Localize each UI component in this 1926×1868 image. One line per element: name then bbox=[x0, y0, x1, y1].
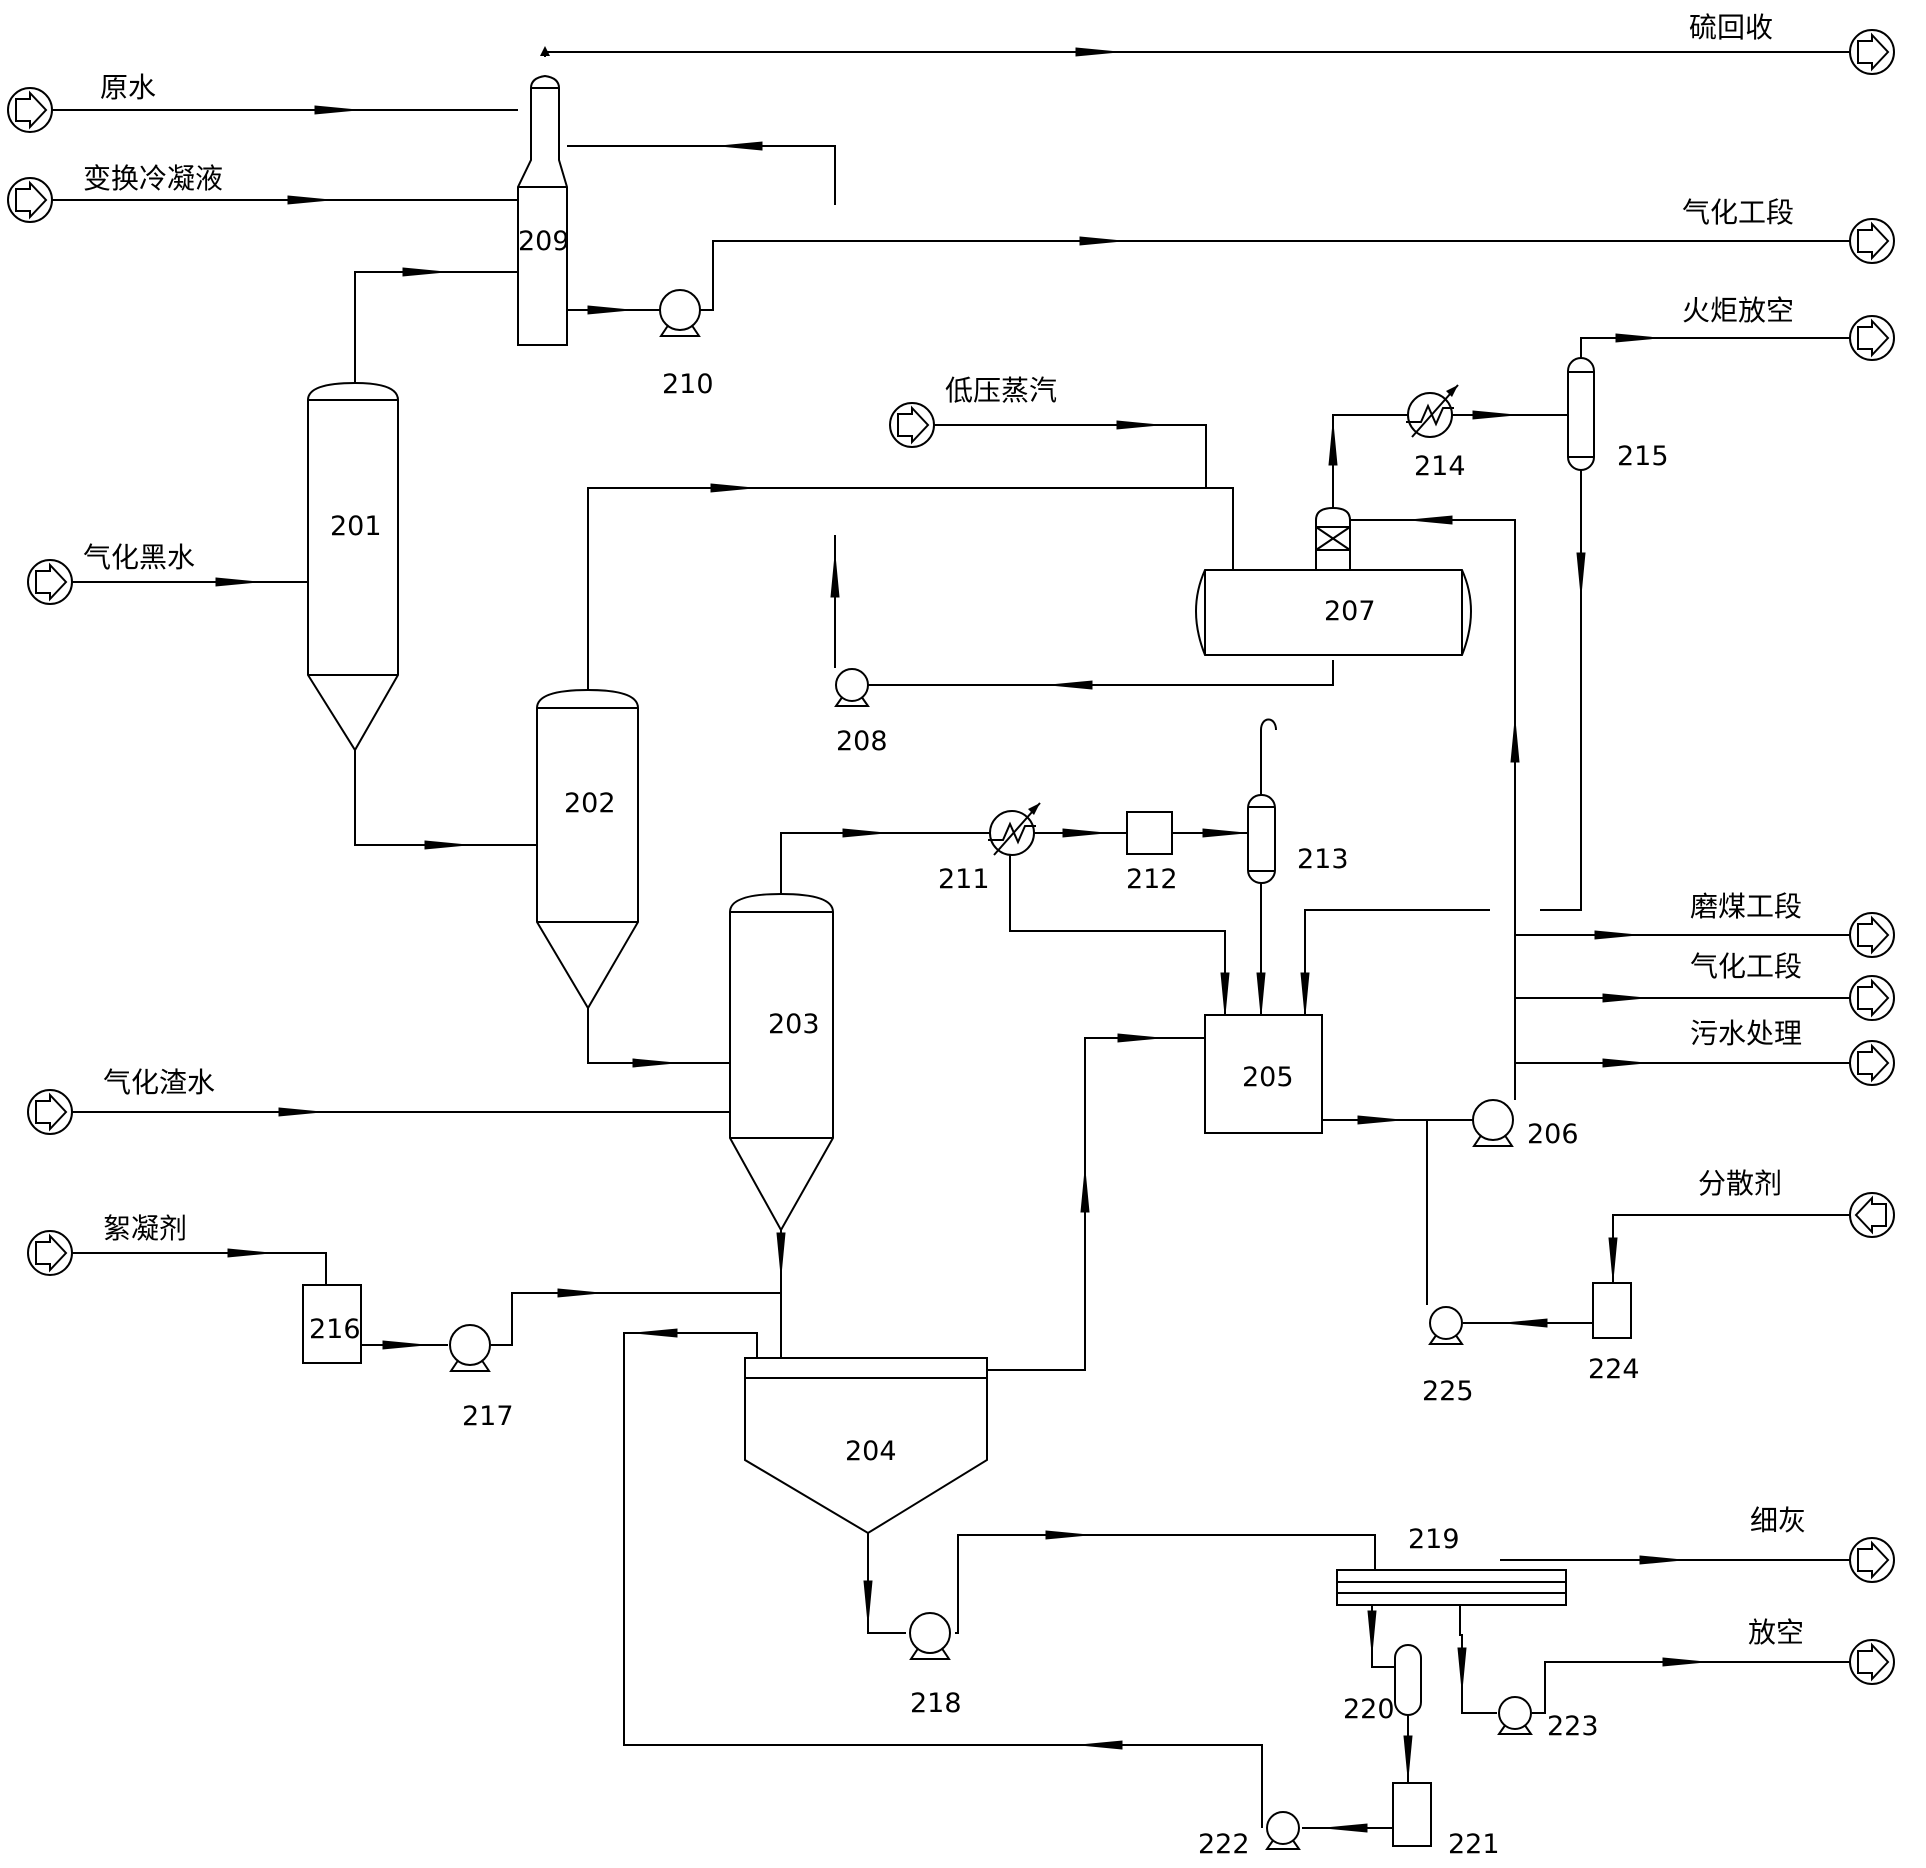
terminal-raw-water bbox=[7, 87, 53, 133]
equipment-221-tank bbox=[1392, 1782, 1432, 1847]
number-211: 211 bbox=[938, 864, 990, 895]
label-coal-grinding: 磨煤工段 bbox=[1690, 890, 1802, 923]
label-black-water: 气化黑水 bbox=[83, 541, 195, 574]
label-gasification-top: 气化工段 bbox=[1682, 196, 1794, 229]
stream-labels: 原水 变换冷凝液 气化黑水 气化渣水 絮凝剂 低压蒸汽 硫回收 气化工段 火炬放… bbox=[83, 11, 1806, 1649]
number-216: 216 bbox=[309, 1314, 361, 1345]
label-gasification: 气化工段 bbox=[1690, 950, 1802, 983]
number-204: 204 bbox=[845, 1436, 897, 1467]
terminal-low-pressure-steam bbox=[889, 402, 935, 448]
terminal-flocculant bbox=[27, 1230, 73, 1276]
equipment-215-separator bbox=[1567, 357, 1595, 471]
equipment-211-exchanger bbox=[987, 802, 1041, 856]
label-dispersant: 分散剂 bbox=[1698, 1167, 1782, 1200]
label-flocculant: 絮凝剂 bbox=[103, 1212, 187, 1245]
equipment-214-exchanger bbox=[1405, 384, 1459, 438]
equipment-207-drum bbox=[1195, 506, 1472, 656]
terminal-dispersant bbox=[1849, 1192, 1895, 1238]
label-vent: 放空 bbox=[1748, 1616, 1804, 1649]
equipment-219-filter bbox=[1336, 1569, 1567, 1606]
number-219: 219 bbox=[1408, 1524, 1460, 1555]
flow-arrows bbox=[215, 46, 1706, 1833]
label-raw-water: 原水 bbox=[100, 71, 156, 104]
number-207: 207 bbox=[1324, 596, 1376, 627]
equipment-212-box bbox=[1126, 811, 1173, 855]
number-210: 210 bbox=[662, 369, 714, 400]
equipment-224-tank bbox=[1592, 1282, 1632, 1339]
number-223: 223 bbox=[1547, 1711, 1599, 1742]
terminal-slag-water bbox=[27, 1089, 73, 1135]
equipment-213-separator bbox=[1247, 794, 1276, 884]
number-205: 205 bbox=[1242, 1062, 1294, 1093]
number-206: 206 bbox=[1527, 1119, 1579, 1150]
label-wastewater: 污水处理 bbox=[1690, 1017, 1802, 1050]
terminal-gasification bbox=[1849, 975, 1895, 1021]
terminal-vent bbox=[1849, 1639, 1895, 1685]
equipment-225-pump bbox=[1429, 1306, 1463, 1345]
number-201: 201 bbox=[330, 511, 382, 542]
equipment-220-separator bbox=[1394, 1644, 1422, 1716]
number-209: 209 bbox=[518, 226, 570, 257]
equipment-209-tower bbox=[517, 74, 568, 346]
number-222: 222 bbox=[1198, 1829, 1250, 1860]
terminal-flare bbox=[1849, 315, 1895, 361]
equipment-217-pump bbox=[449, 1324, 491, 1372]
label-sulfur-recovery: 硫回收 bbox=[1689, 11, 1773, 44]
equipment-206-pump bbox=[1472, 1099, 1514, 1147]
equipment-218-pump bbox=[909, 1612, 951, 1660]
equipment-210-pump bbox=[659, 289, 701, 337]
number-202: 202 bbox=[564, 788, 616, 819]
equipment-222-pump bbox=[1266, 1811, 1300, 1850]
number-218: 218 bbox=[910, 1688, 962, 1719]
number-213: 213 bbox=[1297, 844, 1349, 875]
label-flare-vent: 火炬放空 bbox=[1682, 294, 1794, 327]
equipment-203-vessel bbox=[729, 892, 834, 1233]
terminal-gasification-top bbox=[1849, 218, 1895, 264]
terminal-coal-grinding bbox=[1849, 912, 1895, 958]
number-225: 225 bbox=[1422, 1376, 1474, 1407]
terminal-wastewater bbox=[1849, 1040, 1895, 1086]
equipment-202-vessel bbox=[536, 688, 639, 1010]
number-208: 208 bbox=[836, 726, 888, 757]
number-212: 212 bbox=[1126, 864, 1178, 895]
label-fine-ash: 细灰 bbox=[1750, 1504, 1806, 1537]
equipment-numbers: 209 210 201 202 203 207 208 214 215 211 … bbox=[309, 226, 1669, 1860]
equipment-216-tank bbox=[302, 1284, 362, 1364]
equipment-201-vessel bbox=[307, 381, 399, 752]
terminal-black-water bbox=[27, 559, 73, 605]
equipment bbox=[302, 74, 1632, 1850]
equipment-205-tank bbox=[1204, 1014, 1323, 1134]
label-slag-water: 气化渣水 bbox=[103, 1066, 215, 1099]
number-214: 214 bbox=[1414, 451, 1466, 482]
label-shift-condensate: 变换冷凝液 bbox=[83, 162, 223, 195]
piping bbox=[52, 51, 1855, 1829]
terminal-fine-ash bbox=[1849, 1537, 1895, 1583]
terminal-sulfur-recovery bbox=[1849, 29, 1895, 75]
number-203: 203 bbox=[768, 1009, 820, 1040]
equipment-208-pump bbox=[835, 668, 869, 707]
number-217: 217 bbox=[462, 1401, 514, 1432]
terminal-shift-condensate bbox=[7, 177, 53, 223]
equipment-223-pump bbox=[1498, 1696, 1532, 1735]
number-224: 224 bbox=[1588, 1354, 1640, 1385]
number-221: 221 bbox=[1448, 1829, 1500, 1860]
number-220: 220 bbox=[1343, 1694, 1395, 1725]
equipment-204-thickener bbox=[744, 1357, 988, 1535]
label-low-pressure-steam: 低压蒸汽 bbox=[945, 374, 1057, 407]
number-215: 215 bbox=[1617, 441, 1669, 472]
